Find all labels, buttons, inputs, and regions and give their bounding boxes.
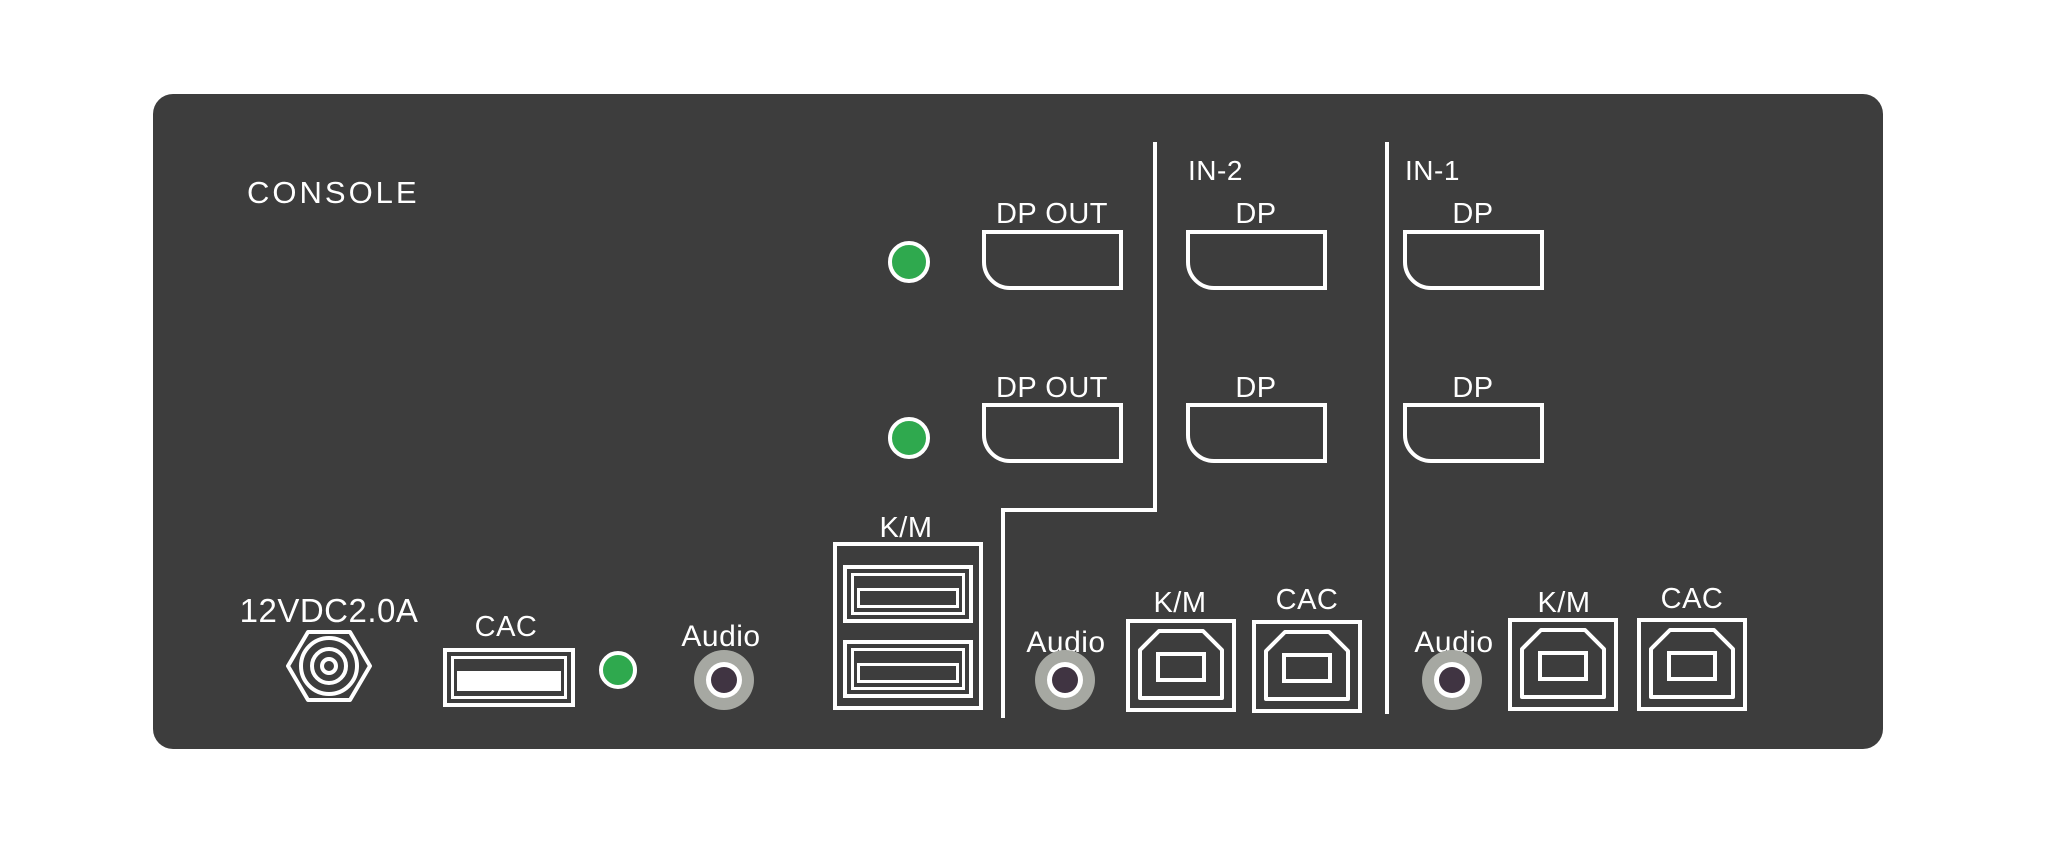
in1-divider [1385,142,1389,714]
dp-out-2-port [982,403,1123,463]
in1-cac-usb-b-port [1637,618,1747,711]
dp-out-2-label: DP OUT [995,372,1109,404]
dp-out-1-port [982,230,1123,290]
in2-cac-usb-b-port [1252,620,1362,713]
console-km-usb-a-port-2 [843,640,973,698]
in2-divider-top [1153,142,1157,512]
in2-km-usb-b-port [1126,619,1236,712]
audio-jack-hole [1439,667,1465,693]
in1-km-usb-b-port [1508,618,1618,711]
usb-a-slot [857,663,959,683]
kvm-rear-panel: CONSOLE IN-2 IN-1 DP OUT DP DP DP OUT DP… [153,94,1883,749]
console-km-usb-a-port-1 [843,565,973,623]
in2-dp-2-port [1186,403,1327,463]
usb-a-slot [857,588,959,608]
console-audio-jack [694,650,754,710]
console-km-label: K/M [879,512,933,544]
in2-section-label: IN-2 [1188,155,1243,186]
dp-out-1-status-led [888,241,930,283]
audio-jack-hole [711,667,737,693]
power-label: 12VDC2.0A [239,592,419,629]
in1-cac-label: CAC [1660,583,1724,615]
in2-audio-jack [1035,650,1095,710]
in1-section-label: IN-1 [1405,155,1460,186]
in1-km-label: K/M [1537,587,1591,619]
usb-a-inner-outline [851,573,965,615]
usb-a-inner-outline [851,648,965,690]
in2-divider-step [1001,508,1157,512]
console-cac-label: CAC [474,611,538,643]
in1-dp-2-label: DP [1452,372,1494,404]
in1-audio-jack [1422,650,1482,710]
console-section-title: CONSOLE [247,175,420,210]
in2-dp-1-label: DP [1235,198,1277,230]
console-cac-usb-a-port [443,648,575,707]
usb-a-inner-outline [451,656,567,699]
dc-power-connector-icon [286,630,372,702]
in2-dp-1-port [1186,230,1327,290]
usb-a-slot [457,671,561,691]
in2-km-label: K/M [1153,587,1207,619]
audio-jack-hole [1052,667,1078,693]
in1-dp-1-port [1403,230,1544,290]
in2-cac-label: CAC [1275,584,1339,616]
dp-out-2-status-led [888,417,930,459]
in2-divider-bottom [1001,508,1005,718]
console-audio-label: Audio [681,620,761,653]
in1-dp-1-label: DP [1452,198,1494,230]
console-status-led [599,651,637,689]
in1-dp-2-port [1403,403,1544,463]
in2-dp-2-label: DP [1235,372,1277,404]
console-km-usb-block [833,542,983,710]
dp-out-1-label: DP OUT [995,198,1109,230]
